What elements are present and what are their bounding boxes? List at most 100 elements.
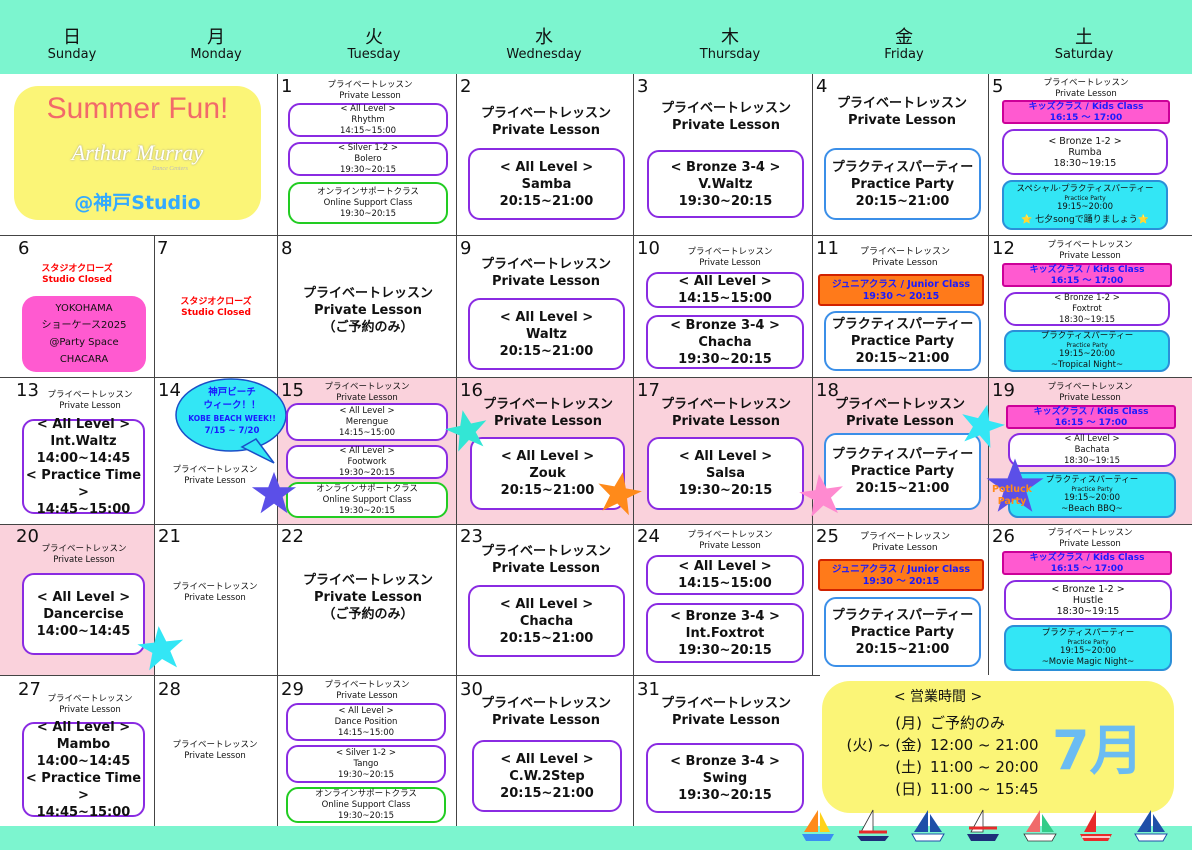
calendar-header (0, 0, 1192, 74)
sailboat-icon (1080, 810, 1112, 841)
day-number: 6 (18, 238, 30, 259)
kobe-beach-week-text: 神戸ビーチウィーク！！KOBE BEACH WEEK!!7/15 ~ 7/20 (188, 387, 276, 436)
month-label: 7月 (1052, 719, 1144, 782)
day-number: 24 (637, 526, 660, 547)
day-number: 14 (158, 380, 181, 401)
day-number: 9 (460, 238, 472, 259)
grid-col-line (456, 74, 457, 826)
grid-col-line (277, 74, 278, 826)
sailboat-row (802, 809, 1168, 842)
business-hours-panel (822, 681, 1174, 813)
showcase-panel (22, 296, 146, 372)
day-number: 15 (281, 380, 304, 401)
day-number: 17 (637, 380, 660, 401)
class-box: < All Level >14:15~15:00 (646, 272, 804, 308)
day-number: 26 (992, 526, 1015, 547)
sailboat-icon (1023, 810, 1057, 842)
day-number: 25 (816, 526, 839, 547)
day-number: 31 (637, 679, 660, 700)
day-number: 3 (637, 76, 649, 97)
day-number: 5 (992, 76, 1004, 97)
star-icon (598, 472, 642, 516)
star-icon (137, 626, 184, 671)
business-hours-title: < 営業時間 > (893, 689, 983, 705)
day-number: 27 (18, 679, 41, 700)
day-number: 1 (281, 76, 293, 97)
grid-row-line (0, 235, 1192, 236)
day-number: 29 (281, 679, 304, 700)
day-number: 13 (16, 380, 39, 401)
sailboat-icon (857, 809, 889, 841)
promo-panel (14, 86, 261, 220)
day-number: 8 (281, 238, 293, 259)
grid-row-line (0, 524, 1192, 525)
business-hours-list: (月)ご予約のみ (火) ~ (金)12:00 ~ 21:00 (土)11:00… (846, 714, 1039, 798)
day-number: 18 (816, 380, 839, 401)
day-number: 19 (992, 380, 1015, 401)
star-icon (986, 458, 1044, 512)
grid-row-line (0, 675, 820, 676)
class-box: < All Level >14:15~15:00 (646, 555, 804, 595)
grid-col-line (154, 235, 155, 826)
sailboat-icon (911, 810, 945, 842)
day-number: 10 (637, 238, 660, 259)
star-icon (444, 410, 487, 452)
day-number: 20 (16, 526, 39, 547)
sailboat-icon (802, 810, 834, 841)
